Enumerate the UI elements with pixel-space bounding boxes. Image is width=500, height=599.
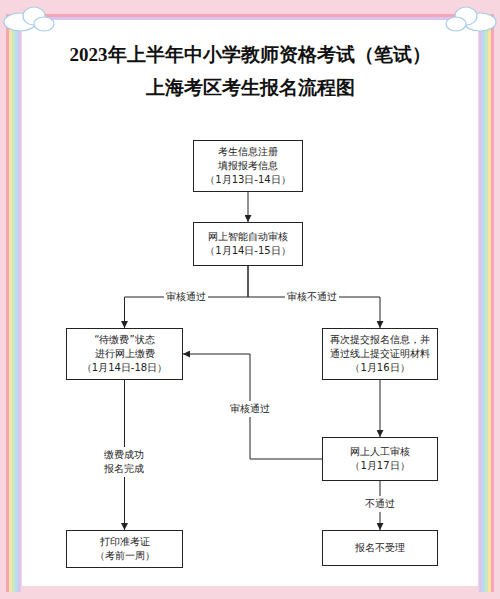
- edge-label: 审核通过: [164, 289, 208, 305]
- box-text: 网上智能自动审核 （1月14日-15日）: [197, 230, 299, 258]
- edge-label: 审核不通过: [285, 289, 339, 305]
- white-panel: [22, 20, 478, 586]
- edge-label: 审核通过: [228, 401, 272, 417]
- process-box: 考生信息注册 填报报考信息 （1月13日-14日）: [193, 140, 303, 192]
- cloud-left: [4, 7, 54, 31]
- process-box: “待缴费”状态 进行网上缴费 （1月14日-18日）: [66, 328, 183, 380]
- flow-arrow: [248, 192, 249, 222]
- box-text: 再次提交报名信息，并 通过线上提交证明材料 （1月16日）: [326, 333, 434, 375]
- flow-arrow: [183, 354, 322, 459]
- process-box: 报名不受理: [322, 530, 438, 566]
- edge-label: 缴费成功 报名完成: [95, 447, 153, 477]
- flow-arrow: [380, 380, 381, 437]
- edge-label: 不通过: [363, 496, 397, 512]
- process-box: 再次提交报名信息，并 通过线上提交证明材料 （1月16日）: [322, 328, 438, 380]
- process-box: 网上智能自动审核 （1月14日-15日）: [193, 222, 303, 266]
- box-text: “待缴费”状态 进行网上缴费 （1月14日-18日）: [70, 333, 179, 375]
- process-box: 打印准考证 （考前一周）: [66, 530, 183, 568]
- cloud-right: [446, 7, 496, 31]
- box-text: 考生信息注册 填报报考信息 （1月13日-14日）: [197, 145, 299, 187]
- box-text: 网上人工审核 （1月17日）: [326, 445, 434, 473]
- flow-arrow: [248, 266, 380, 328]
- diagram-title: 2023年上半年中小学教师资格考试（笔试） 上海考区考生报名流程图: [0, 38, 500, 104]
- flow-arrow: [125, 266, 249, 328]
- rainbow-stripes: [6, 14, 494, 592]
- box-text: 打印准考证 （考前一周）: [70, 535, 179, 563]
- process-box: 网上人工审核 （1月17日）: [322, 437, 438, 481]
- box-text: 报名不受理: [326, 541, 434, 555]
